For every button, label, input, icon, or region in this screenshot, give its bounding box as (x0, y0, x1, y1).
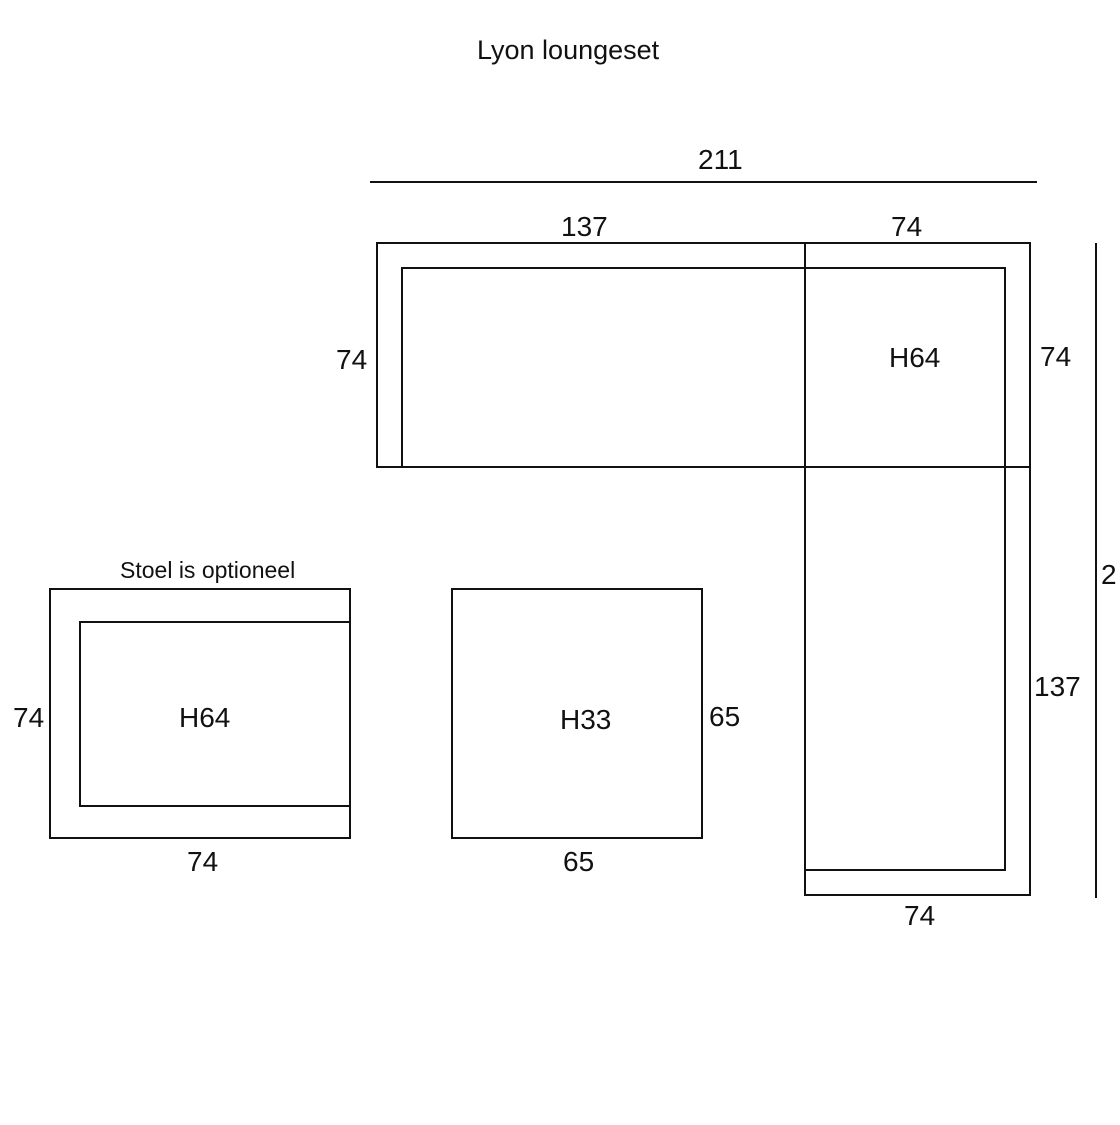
side-length-label: 137 (1034, 671, 1081, 702)
sofa-module-outer (376, 242, 806, 468)
chair-width-label: 74 (187, 846, 219, 877)
optional-chair-note: Stoel is optioneel (120, 557, 296, 583)
side-width-label: 74 (904, 900, 936, 931)
overall-width-label: 211 (698, 144, 743, 175)
table-width-label: 65 (563, 846, 595, 877)
overall-depth-label: 2 (1101, 559, 1117, 590)
corner-height-label: H64 (889, 342, 941, 373)
sofa-depth-label: 74 (336, 344, 368, 375)
chair-height-label: H64 (179, 702, 231, 733)
table-height-label: H33 (560, 704, 612, 735)
sofa-module-seat (401, 267, 806, 468)
chair-depth-label: 74 (13, 702, 45, 733)
table-depth-label: 65 (709, 701, 741, 732)
side-module-seat (804, 466, 1006, 871)
table-outline (451, 588, 703, 839)
corner-depth-label: 74 (1040, 341, 1072, 372)
sofa-width-label: 137 (561, 211, 608, 242)
corner-width-label: 74 (891, 211, 923, 242)
side-module-outer (804, 466, 1031, 896)
chair-seat (79, 621, 351, 807)
diagram-title: Lyon loungeset (477, 35, 660, 65)
